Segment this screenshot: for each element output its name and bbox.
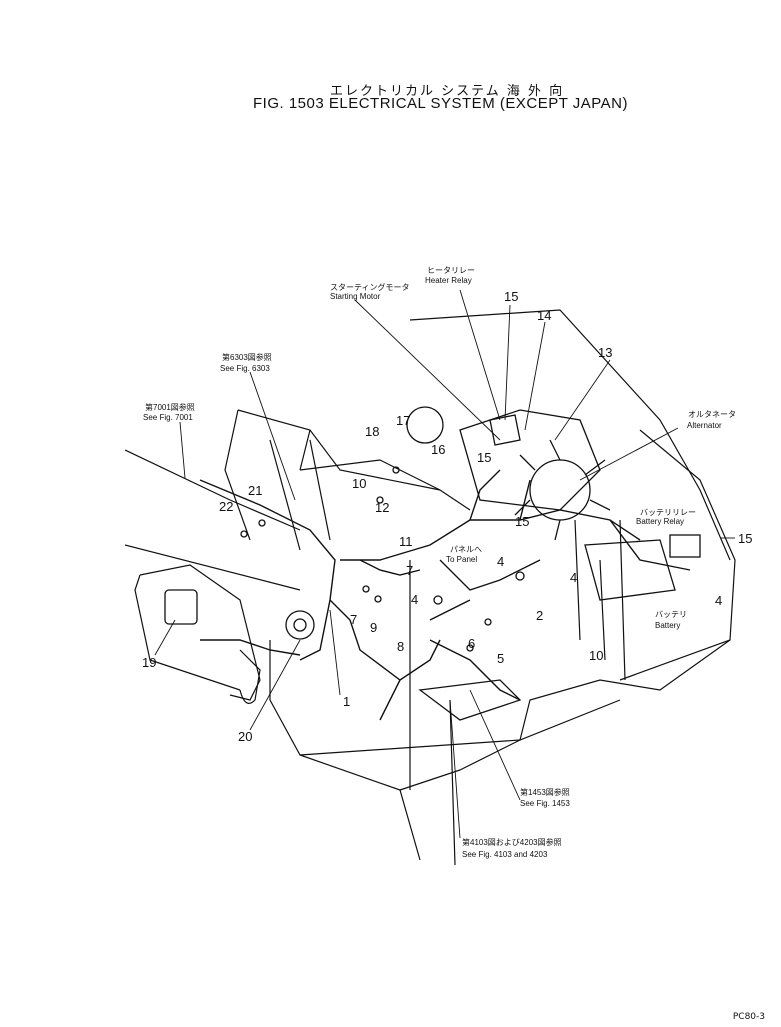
part-number-7: 7 xyxy=(406,563,413,578)
starting-motor-label: Starting Motor xyxy=(330,292,381,301)
part-number-9: 9 xyxy=(370,620,377,635)
part-number-11: 11 xyxy=(399,534,413,549)
battery-label: Battery xyxy=(655,621,680,630)
part-number-8: 8 xyxy=(397,639,404,654)
page-code: PC80-3 xyxy=(732,1012,765,1022)
see-fig-4103-label: See Fig. 4103 and 4203 xyxy=(462,850,548,859)
starting-motor-jp: スターティングモータ xyxy=(330,282,410,292)
battery-relay-jp: バッテリリレー xyxy=(640,508,696,517)
part-number-7: 7 xyxy=(350,612,357,627)
machine-body-outline xyxy=(124,309,736,866)
part-number-17: 17 xyxy=(396,413,410,428)
part-number-10: 10 xyxy=(352,476,366,491)
part-number-4: 4 xyxy=(497,554,504,569)
part-number-20: 20 xyxy=(238,729,252,744)
part-number-1: 1 xyxy=(343,694,350,709)
part-number-2: 2 xyxy=(536,608,543,623)
heater-relay-jp: ヒータリレー xyxy=(427,266,475,275)
wiring-harness xyxy=(199,469,691,721)
part-number-14: 14 xyxy=(537,308,551,323)
part-number-10: 10 xyxy=(589,648,603,663)
part-number-18: 18 xyxy=(365,424,379,439)
components xyxy=(164,406,701,721)
part-number-12: 12 xyxy=(375,500,389,515)
figure-title-japanese: エレクトリカル システム 海 外 向 xyxy=(330,84,565,99)
part-number-22: 22 xyxy=(219,499,233,514)
part-number-15: 15 xyxy=(477,450,491,465)
part-number-15: 15 xyxy=(515,514,529,529)
battery-jp: バッテリ xyxy=(655,610,687,619)
to-panel-label: To Panel xyxy=(446,555,477,564)
part-number-19: 19 xyxy=(142,655,156,670)
part-number-15: 15 xyxy=(738,531,752,546)
battery-relay-label: Battery Relay xyxy=(636,517,684,526)
part-number-21: 21 xyxy=(248,483,262,498)
part-number-13: 13 xyxy=(598,345,612,360)
part-number-4: 4 xyxy=(570,570,577,585)
part-number-6: 6 xyxy=(468,636,475,651)
part-number-5: 5 xyxy=(497,651,504,666)
part-number-4: 4 xyxy=(715,593,722,608)
alternator-label: Alternator xyxy=(687,421,722,430)
see-fig-6303-jp: 第6303図参照 xyxy=(222,352,272,362)
to-panel-jp: パネルへ xyxy=(450,545,482,554)
heater-relay-label: Heater Relay xyxy=(425,276,472,285)
see-fig-1453-jp: 第1453図参照 xyxy=(520,787,570,797)
see-fig-7001-jp: 第7001図参照 xyxy=(145,402,195,412)
figure-title: FIG. 1503 ELECTRICAL SYSTEM (EXCEPT JAPA… xyxy=(253,95,628,112)
see-fig-6303-label: See Fig. 6303 xyxy=(220,364,270,373)
part-number-15: 15 xyxy=(504,289,518,304)
see-fig-7001-label: See Fig. 7001 xyxy=(143,413,193,422)
part-number-16: 16 xyxy=(431,442,445,457)
alternator-jp: オルタネータ xyxy=(688,410,736,419)
leader-lines xyxy=(154,289,735,839)
see-fig-1453-label: See Fig. 1453 xyxy=(520,799,570,808)
see-fig-4103-jp: 第4103図および4203図参照 xyxy=(462,837,562,847)
part-number-4: 4 xyxy=(411,592,418,607)
